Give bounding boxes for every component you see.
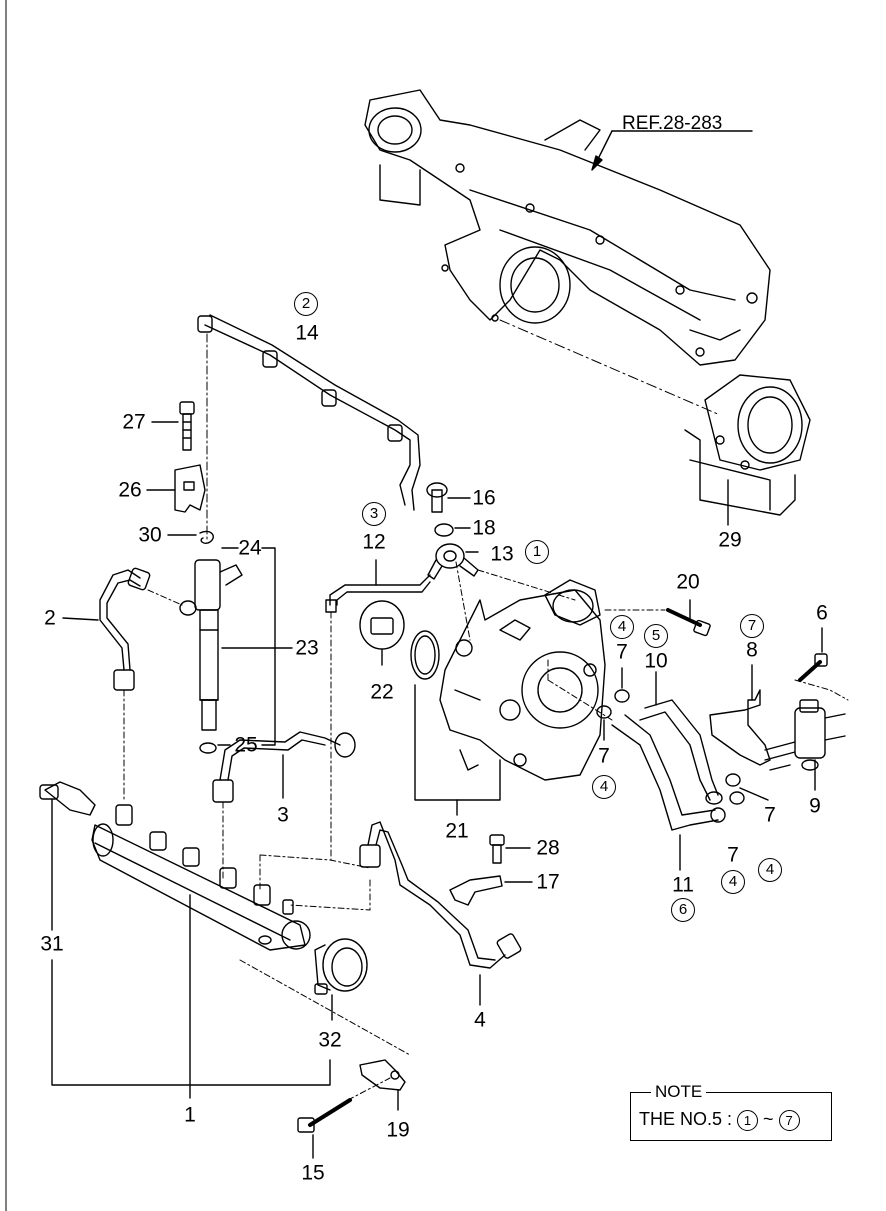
callout-6: 6 <box>816 601 828 625</box>
callout-7c: 7 <box>727 843 739 867</box>
hose-clamps-7 <box>596 689 745 805</box>
banjo-13 <box>427 543 479 580</box>
bracket-8 <box>709 689 771 766</box>
return-line-14 <box>197 314 421 511</box>
callout-9: 9 <box>809 794 821 818</box>
fuel-pump-21 <box>439 579 606 781</box>
circled-callout-4c: 4 <box>721 870 745 894</box>
bolt-20 <box>666 608 711 637</box>
bolt-27 <box>179 401 195 451</box>
bolt-6 <box>798 653 828 682</box>
callout-15: 15 <box>301 1161 325 1185</box>
callout-24: 24 <box>238 536 262 560</box>
callout-3: 3 <box>277 803 289 827</box>
callout-7b: 7 <box>598 744 610 768</box>
clamp-26 <box>174 464 206 513</box>
note-prefix: THE NO.5 : <box>639 1109 733 1129</box>
callout-7a: 7 <box>616 640 628 664</box>
callout-13: 13 <box>490 542 514 566</box>
callout-29: 29 <box>718 528 742 552</box>
hose-10 <box>639 699 723 805</box>
callout-16: 16 <box>472 486 496 510</box>
callout-4: 4 <box>474 1008 486 1032</box>
note-range-end: 7 <box>778 1109 800 1131</box>
hose-11 <box>611 714 726 831</box>
callout-2: 2 <box>44 606 56 630</box>
bracket-19 <box>359 1059 406 1091</box>
callout-8: 8 <box>746 638 758 662</box>
circled-callout-4b: 4 <box>592 775 616 799</box>
circled-callout-1: 1 <box>525 540 549 564</box>
callout-1: 1 <box>184 1103 196 1127</box>
callout-26: 26 <box>118 478 142 502</box>
bolt-28 <box>489 834 505 864</box>
callout-25: 25 <box>234 733 258 757</box>
injector-23 <box>179 559 243 754</box>
callout-10: 10 <box>644 649 668 673</box>
throttle-body-29 <box>684 374 811 526</box>
circled-callout-5: 5 <box>644 624 668 648</box>
bolt-16 <box>426 482 448 513</box>
note-body: THE NO.5 : 1 ~ 7 <box>639 1109 800 1131</box>
note-tilde: ~ <box>763 1109 774 1129</box>
circled-callout-2: 2 <box>294 292 318 316</box>
valve-9 <box>764 699 846 771</box>
circled-callout-3: 3 <box>362 502 386 526</box>
callout-23: 23 <box>295 636 319 660</box>
callout-32: 32 <box>318 1028 342 1052</box>
callout-28: 28 <box>536 836 560 860</box>
note-range-start: 1 <box>737 1109 759 1131</box>
callout-27: 27 <box>122 410 146 434</box>
note-box: NOTE THE NO.5 : 1 ~ 7 <box>630 1082 832 1141</box>
circled-callout-4a: 4 <box>610 615 634 639</box>
pipe-12 <box>325 574 431 613</box>
callout-20: 20 <box>676 570 700 594</box>
pipe-4 <box>359 821 522 969</box>
callout-30: 30 <box>138 523 162 547</box>
common-rail-1 <box>91 804 311 951</box>
circled-callout-4d: 4 <box>758 858 782 882</box>
callout-12: 12 <box>362 530 386 554</box>
bolt-15 <box>297 1098 352 1133</box>
bracket-17 <box>449 875 503 906</box>
callout-7d: 7 <box>764 803 776 827</box>
callout-11: 11 <box>672 873 694 897</box>
pressure-sensor-31 <box>39 781 96 816</box>
callout-22: 22 <box>370 680 394 704</box>
cap-22 <box>359 600 405 650</box>
callout-31: 31 <box>40 932 64 956</box>
callout-14: 14 <box>295 321 319 345</box>
pressure-valve-32 <box>314 938 368 995</box>
callout-19: 19 <box>386 1118 410 1142</box>
callout-18: 18 <box>472 516 496 540</box>
pipe-2 <box>99 567 151 691</box>
reference-label: REF.28-283 <box>622 113 723 134</box>
circled-callout-6: 6 <box>671 898 695 922</box>
callout-17: 17 <box>536 870 560 894</box>
callout-21: 21 <box>445 819 469 843</box>
note-title: NOTE <box>651 1082 707 1102</box>
circled-callout-7: 7 <box>740 614 764 638</box>
